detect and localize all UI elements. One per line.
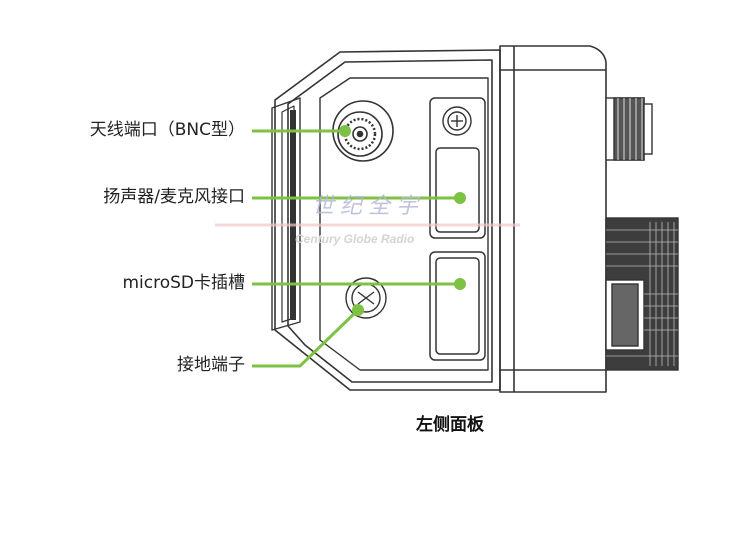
- callout-dot-speaker: [454, 192, 466, 204]
- microsd-cover: [429, 251, 486, 361]
- callout-dot-microsd: [454, 278, 466, 290]
- panel-caption: 左侧面板: [416, 415, 484, 435]
- top-screw: [442, 106, 472, 136]
- callout-dot-ground: [352, 304, 364, 316]
- watermark-english: Century Globe Radio: [295, 232, 415, 246]
- label-bnc-port: 天线端口（BNC型）: [89, 120, 245, 140]
- label-microsd-slot: microSD卡插槽: [122, 273, 245, 293]
- callout-dot-bnc: [339, 125, 351, 137]
- callout-line-ground: [252, 308, 360, 368]
- label-speaker-mic-port: 扬声器/麦克风接口: [103, 187, 245, 207]
- speaker-mic-cover: [429, 97, 486, 239]
- housing-outline: [274, 49, 501, 391]
- housing-inner-outline: [287, 59, 493, 383]
- side-grip: [271, 97, 301, 331]
- panel-face: [319, 77, 489, 371]
- label-ground-terminal: 接地端子: [177, 355, 245, 375]
- top-knob: [605, 97, 653, 161]
- body-block: [499, 45, 607, 393]
- bottom-knob: [605, 217, 679, 371]
- watermark-chinese: 世纪全宇: [312, 194, 425, 219]
